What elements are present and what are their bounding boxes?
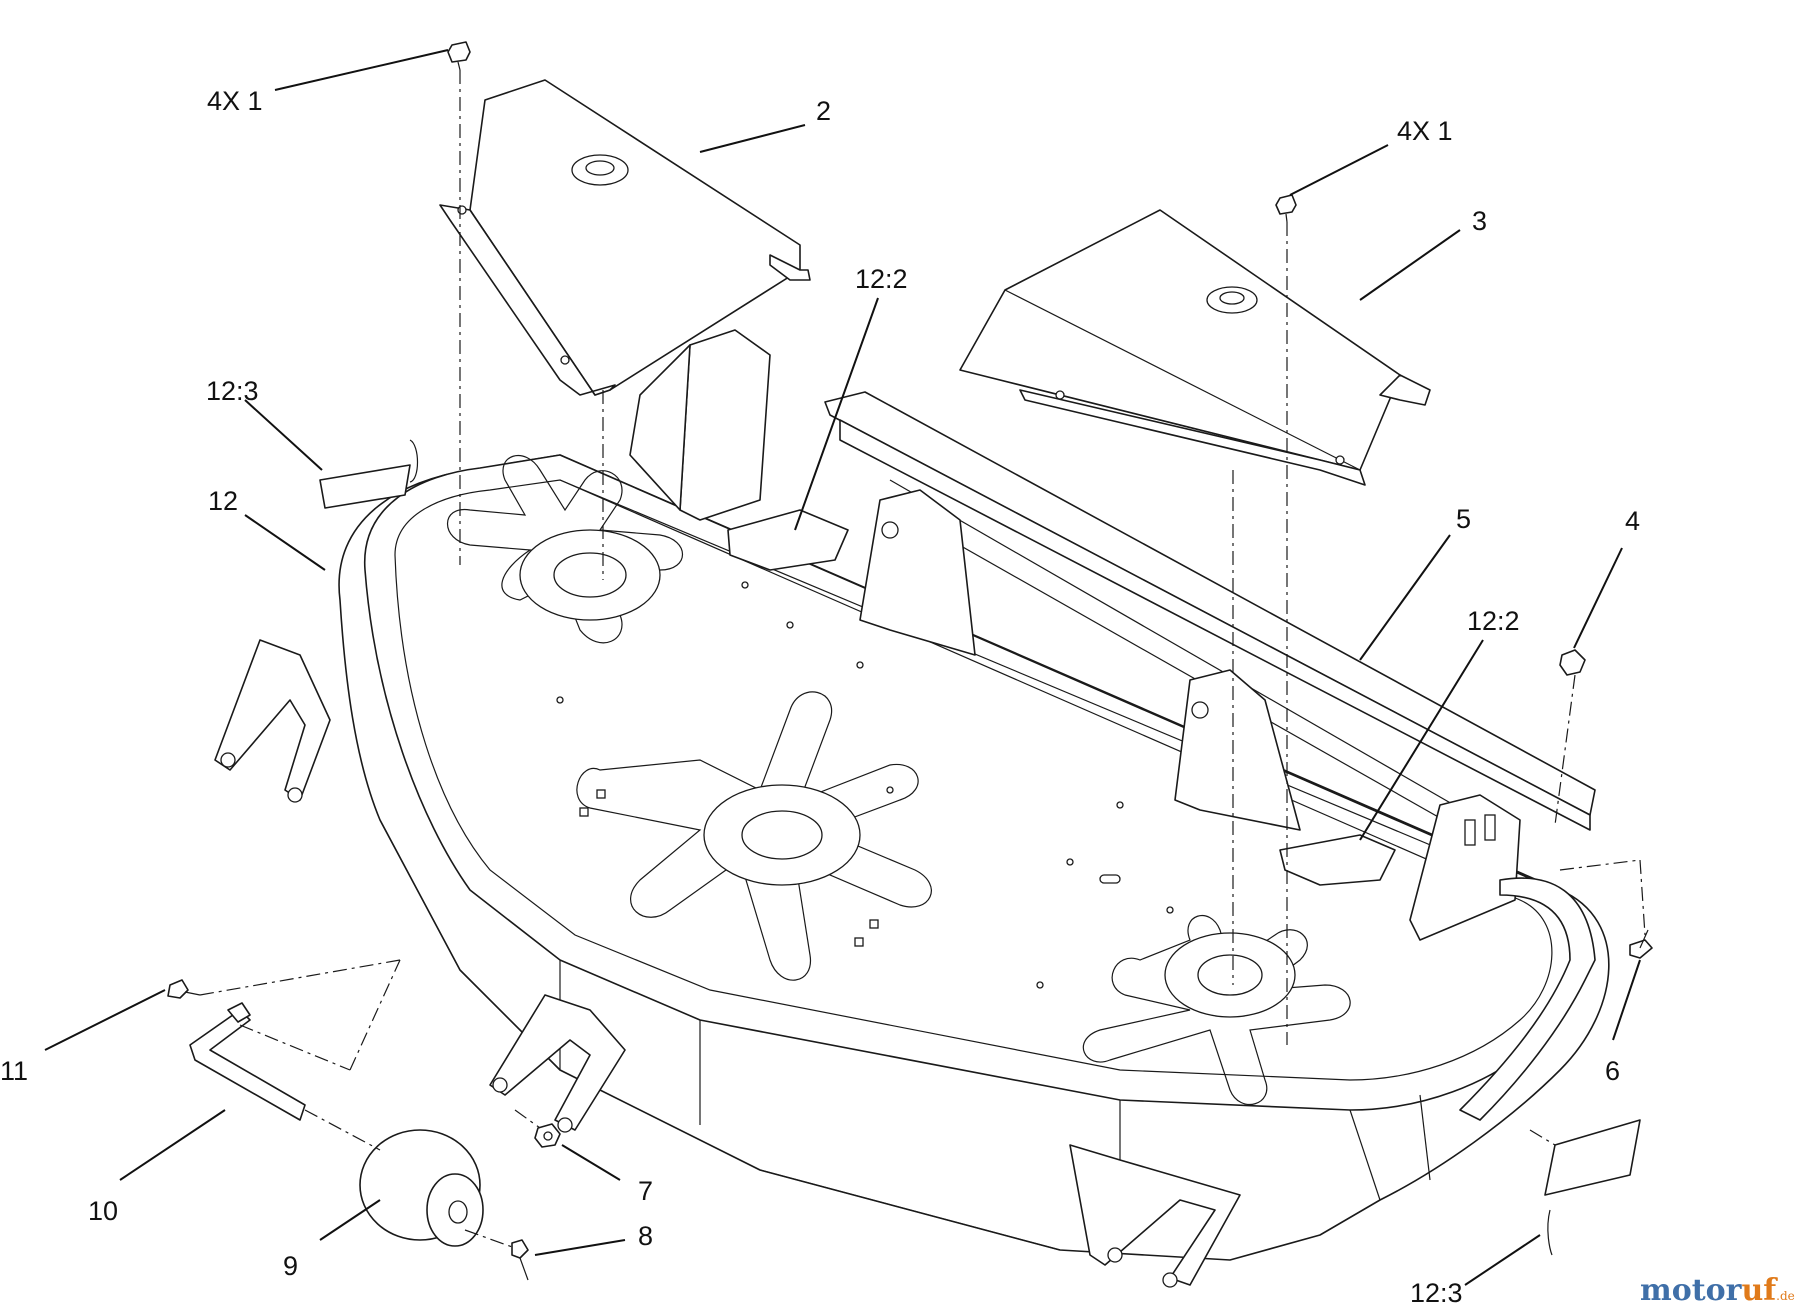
callout-5: 5 <box>1456 504 1471 534</box>
callout-9: 9 <box>283 1251 298 1281</box>
deck-holes <box>556 581 1174 989</box>
callout-2: 2 <box>816 96 831 126</box>
decal-12-3-top <box>319 439 419 509</box>
deck-bracket-rear-right <box>1409 794 1521 941</box>
bolt-11 <box>167 979 201 999</box>
callout-3: 3 <box>1472 206 1487 236</box>
callout-labels: 4X 1 2 4X 1 3 12:2 12:3 12 5 4 12:2 11 6… <box>0 86 1640 1308</box>
bolt-left <box>447 41 471 71</box>
callout-8: 8 <box>638 1221 653 1251</box>
decal-12-2-right <box>1279 834 1396 886</box>
callout-12-3-bottom: 12:3 <box>1410 1278 1463 1308</box>
discharge-edge <box>1459 877 1596 1121</box>
baffle-rail <box>824 391 1596 836</box>
left-spindle-cutout <box>446 454 684 644</box>
anti-scalp-wheel <box>359 1129 484 1247</box>
callout-7: 7 <box>638 1176 653 1206</box>
deck-bracket-left <box>629 329 771 521</box>
callout-10: 10 <box>88 1196 118 1226</box>
watermark-suffix: .de <box>1776 1289 1795 1303</box>
center-spindle-cutout <box>576 691 932 981</box>
bolt-right <box>1275 194 1297 223</box>
svg-text:motoruf.de: motoruf.de <box>1640 1273 1795 1308</box>
callout-leaders <box>44 49 1641 1286</box>
watermark-part2: uf <box>1741 1273 1778 1308</box>
bolt-6 <box>1629 929 1653 959</box>
callout-4x1-right: 4X 1 <box>1397 116 1453 146</box>
right-spindle-cutout <box>1082 914 1351 1106</box>
deck-bracket-center <box>859 489 976 656</box>
decal-12-3-bottom <box>1544 1119 1641 1256</box>
belt-cover-right <box>959 209 1431 486</box>
callout-4: 4 <box>1625 506 1640 536</box>
deck-bracket-right <box>1174 669 1301 831</box>
watermark-part1: motor <box>1640 1273 1743 1308</box>
wheel-axle <box>189 1002 306 1121</box>
callout-6: 6 <box>1605 1056 1620 1086</box>
callout-4x1-left: 4X 1 <box>207 86 263 116</box>
belt-cover-left <box>439 79 811 396</box>
watermark-logo: motoruf.de <box>1640 1273 1795 1308</box>
callout-12-2-right: 12:2 <box>1467 606 1520 636</box>
nut-7 <box>534 1123 561 1148</box>
assembly-lines <box>199 70 1646 1249</box>
mower-deck <box>338 454 1610 1261</box>
callout-11: 11 <box>0 1056 28 1086</box>
hanger-bracket-left <box>214 639 331 803</box>
callout-12-3-top: 12:3 <box>206 376 259 406</box>
nut-4 <box>1559 649 1586 676</box>
pin-8 <box>511 1239 529 1281</box>
hanger-bracket-rear <box>1069 1144 1241 1288</box>
callout-12: 12 <box>208 486 238 516</box>
callout-12-2-top: 12:2 <box>855 264 908 294</box>
hanger-bracket-front <box>489 994 626 1133</box>
decal-12-2-top <box>727 509 849 571</box>
